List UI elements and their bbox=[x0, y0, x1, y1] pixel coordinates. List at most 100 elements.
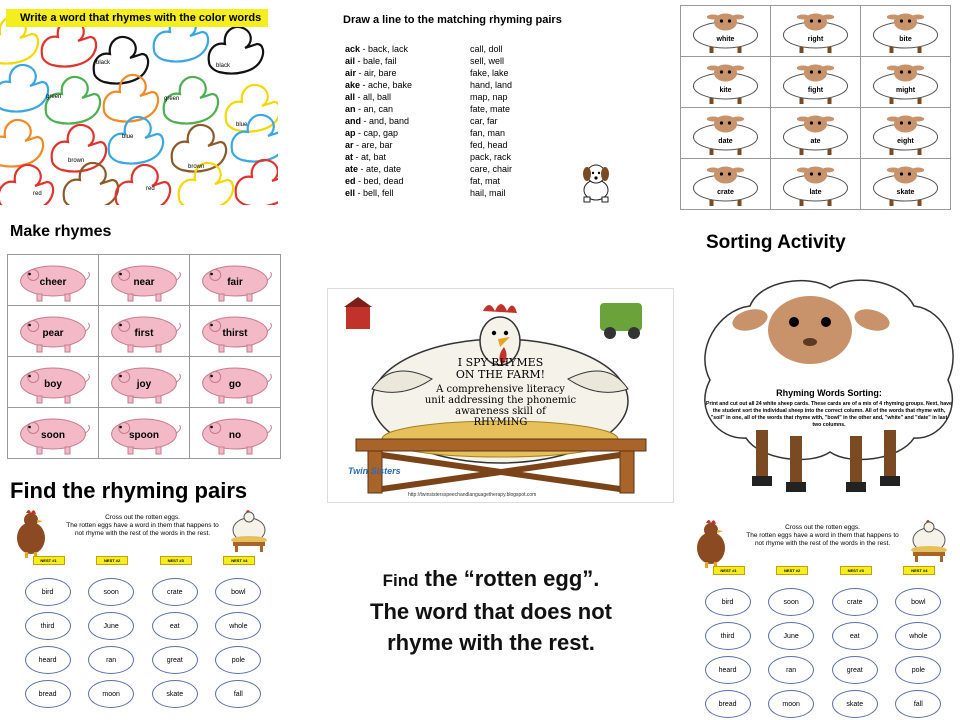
sorting-instructions: Print and cut out all 24 white sheep car… bbox=[706, 401, 952, 428]
pig-word: joy bbox=[136, 379, 152, 390]
pig-icon bbox=[111, 265, 181, 302]
nest-label: NEST #4 bbox=[223, 556, 256, 565]
sheep-card: skate bbox=[860, 158, 951, 210]
egg-word[interactable]: soon bbox=[768, 588, 815, 616]
hen-nest-icon bbox=[231, 510, 267, 552]
pig-word: soon bbox=[41, 430, 65, 441]
pig-icon bbox=[111, 418, 181, 455]
duck-label: black bbox=[96, 60, 111, 66]
matching-left-item: and - and, band bbox=[345, 115, 412, 127]
egg-word[interactable]: fall bbox=[215, 680, 262, 708]
caption-find: Find bbox=[382, 571, 419, 590]
egg-word[interactable]: whole bbox=[895, 622, 942, 650]
egg-instructions: The rotten eggs have a word in them that… bbox=[66, 522, 219, 529]
sheep-icon bbox=[692, 166, 759, 206]
egg-word[interactable]: fall bbox=[895, 690, 942, 718]
pig-table: cheer near fair pear bbox=[7, 254, 281, 459]
egg-word[interactable]: bowl bbox=[895, 588, 942, 616]
caption-rest-1: the “rotten egg”. bbox=[418, 566, 600, 591]
sheep-icon bbox=[872, 115, 939, 155]
egg-word[interactable]: great bbox=[831, 656, 878, 684]
matching-left-item: an - an, can bbox=[345, 103, 412, 115]
egg-word[interactable]: bowl bbox=[215, 578, 262, 606]
egg-instructions: not rhyme with the rest of the words in … bbox=[74, 530, 211, 537]
sheep-word: kite bbox=[719, 87, 732, 94]
egg-instructions: Cross out the rotten eggs. bbox=[785, 524, 860, 531]
pig-icon bbox=[202, 418, 272, 455]
pig-card: spoon bbox=[98, 407, 190, 459]
cover-title-line: unit addressing the phonemic bbox=[424, 395, 577, 406]
pig-word: pear bbox=[42, 328, 64, 339]
duck-label: blue bbox=[236, 122, 248, 128]
pig-card: first bbox=[98, 305, 190, 357]
egg-word[interactable]: ran bbox=[88, 646, 135, 674]
sheep-card: date bbox=[680, 107, 771, 159]
egg-word[interactable]: third bbox=[24, 612, 71, 640]
matching-left-item: at - at, bat bbox=[345, 151, 412, 163]
pig-card: no bbox=[189, 407, 281, 459]
matching-right-item: pack, rack bbox=[470, 152, 512, 162]
matching-right-item: hand, land bbox=[470, 80, 513, 90]
matching-worksheet: Draw a line to the matching rhyming pair… bbox=[333, 8, 673, 208]
egg-word[interactable]: eat bbox=[151, 612, 198, 640]
matching-right-item: call, doll bbox=[470, 44, 503, 54]
egg-word[interactable]: heard bbox=[24, 646, 71, 674]
egg-word[interactable]: bird bbox=[24, 578, 71, 606]
rime-words: - all, ball bbox=[355, 92, 392, 102]
matching-left-item: ack - back, lack bbox=[345, 43, 412, 55]
egg-word[interactable]: eat bbox=[831, 622, 878, 650]
egg-word[interactable]: pole bbox=[895, 656, 942, 684]
pig-word: thirst bbox=[222, 328, 248, 339]
egg-word[interactable]: bread bbox=[704, 690, 751, 718]
matching-left-item: air - air, bare bbox=[345, 67, 412, 79]
egg-word[interactable]: heard bbox=[704, 656, 751, 684]
rotten-egg-worksheet-left: Cross out the rotten eggs.The rotten egg… bbox=[10, 508, 275, 718]
pig-word: cheer bbox=[39, 277, 67, 288]
matching-left-item: ail - bale, fail bbox=[345, 55, 412, 67]
sheep-card: right bbox=[770, 5, 861, 57]
egg-word[interactable]: moon bbox=[88, 680, 135, 708]
pig-icon bbox=[202, 367, 272, 404]
cover-url: http://twinsistersspeechandlanguagethera… bbox=[408, 492, 537, 498]
pig-card: boy bbox=[7, 356, 99, 408]
pig-card: soon bbox=[7, 407, 99, 459]
egg-word[interactable]: pole bbox=[215, 646, 262, 674]
egg-word[interactable]: crate bbox=[831, 588, 878, 616]
egg-word[interactable]: ran bbox=[768, 656, 815, 684]
sheep-icon bbox=[782, 13, 849, 53]
brand-logo: Twin Sisters bbox=[348, 466, 401, 476]
egg-word[interactable]: skate bbox=[151, 680, 198, 708]
egg-word[interactable]: soon bbox=[88, 578, 135, 606]
nest-label: NEST #1 bbox=[712, 566, 745, 575]
egg-word[interactable]: June bbox=[88, 612, 135, 640]
egg-word[interactable]: June bbox=[768, 622, 815, 650]
egg-word[interactable]: whole bbox=[215, 612, 262, 640]
pig-card: thirst bbox=[189, 305, 281, 357]
egg-instructions: not rhyme with the rest of the words in … bbox=[754, 540, 891, 547]
sheep-card: crate bbox=[680, 158, 771, 210]
rime-words: - back, lack bbox=[360, 44, 409, 54]
sheep-word: eight bbox=[897, 138, 914, 145]
rime-words: - bed, dead bbox=[355, 176, 404, 186]
pig-word: boy bbox=[44, 379, 62, 390]
egg-word[interactable]: third bbox=[704, 622, 751, 650]
sheep-icon bbox=[782, 115, 849, 155]
pig-icon bbox=[111, 316, 181, 353]
egg-word[interactable]: bread bbox=[24, 680, 71, 708]
matching-right-item: fake, lake bbox=[470, 68, 509, 78]
pig-card-grid: cheer near fair pear bbox=[7, 254, 281, 460]
nest-label: NEST #2 bbox=[776, 566, 809, 575]
egg-word[interactable]: skate bbox=[831, 690, 878, 718]
sheep-word: right bbox=[807, 36, 824, 43]
egg-word[interactable]: great bbox=[151, 646, 198, 674]
egg-word[interactable]: bird bbox=[704, 588, 751, 616]
egg-word[interactable]: moon bbox=[768, 690, 815, 718]
matching-right-item: fate, mate bbox=[470, 104, 511, 114]
rotten-egg-worksheet-right: Cross out the rotten eggs.The rotten egg… bbox=[690, 518, 955, 718]
sheep-icon bbox=[782, 166, 849, 206]
sheep-word: bite bbox=[899, 36, 912, 43]
sheep-word: white bbox=[716, 36, 735, 43]
egg-word[interactable]: crate bbox=[151, 578, 198, 606]
